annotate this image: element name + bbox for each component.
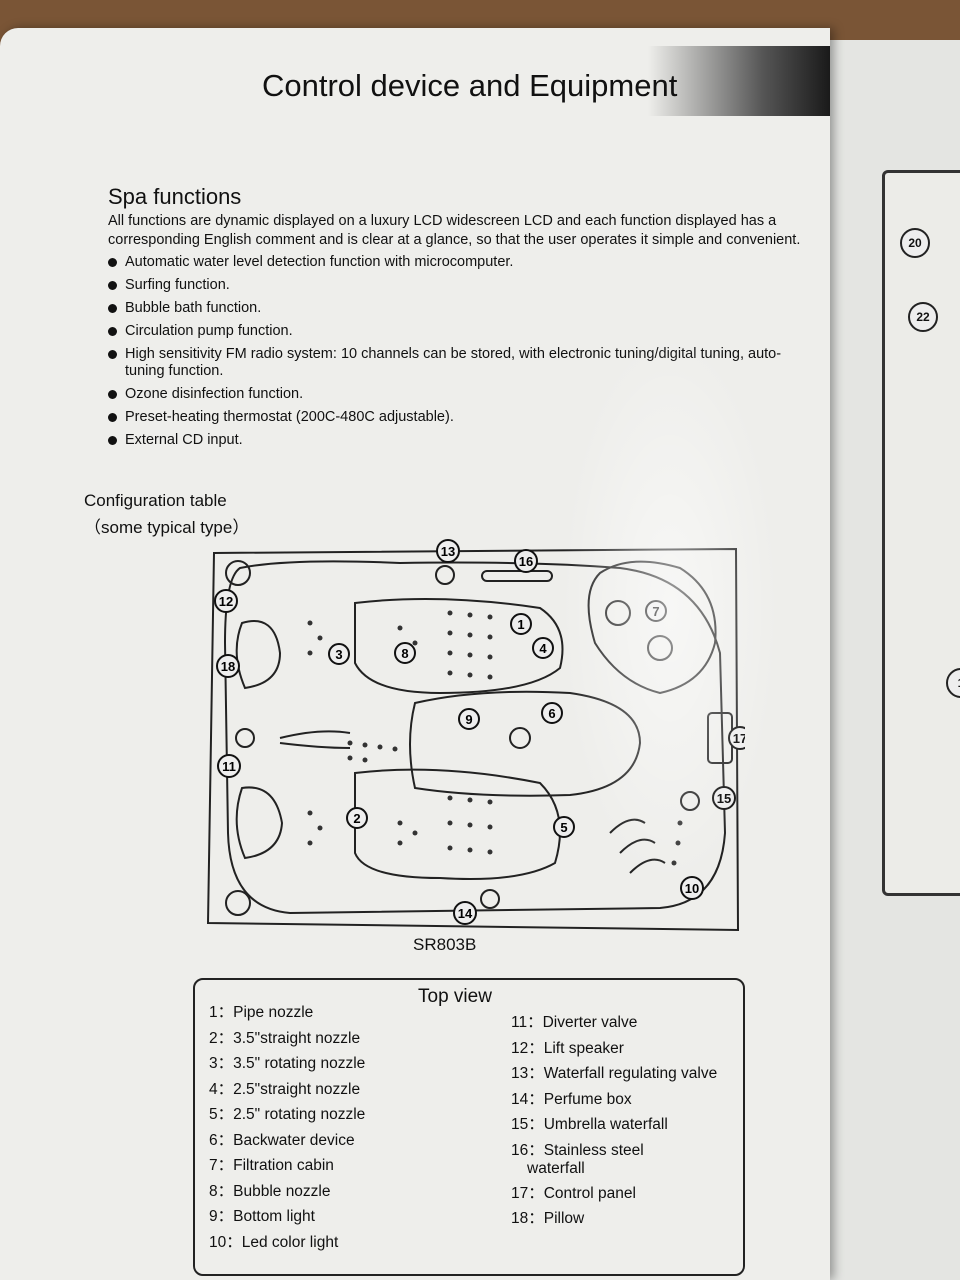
- perfume-box-shape: [480, 889, 500, 909]
- pillow-lower: [235, 786, 284, 860]
- callout-5: 5: [560, 820, 567, 835]
- legend-item: 12：Lift speaker: [511, 1039, 624, 1057]
- manual-page: Control device and Equipment Spa functio…: [0, 28, 830, 1280]
- page-title: Control device and Equipment: [262, 68, 678, 103]
- lower-seat: [354, 768, 561, 880]
- callout-14: 14: [458, 906, 473, 921]
- legend-item: 9：Bottom light: [209, 1208, 315, 1225]
- nozzle-dots: [307, 610, 683, 866]
- legend-item: 2：3.5"straight nozzle: [209, 1029, 361, 1047]
- legend-item: 17：Control panel: [511, 1184, 636, 1202]
- umbrella-waterfall-shape: [680, 791, 700, 811]
- diagram-callouts: 1 2 3 4 5 6 7 8 9 10 11 12 13 1: [214, 539, 745, 925]
- callout-15: 15: [717, 791, 731, 806]
- legend-item: 5：2.5" rotating nozzle: [209, 1106, 366, 1123]
- callout-3: 3: [335, 647, 342, 662]
- filter-hole: [605, 600, 631, 626]
- legend-item-continuation: waterfall: [527, 1159, 585, 1177]
- section-heading: Spa functions: [108, 184, 242, 209]
- upper-seat: [354, 598, 564, 695]
- callout-7: 7: [652, 604, 659, 619]
- filter-hole: [647, 635, 673, 661]
- waterfall-valve-shape: [435, 565, 455, 585]
- feature-item: Surfing function.: [108, 277, 808, 294]
- callout-6: 6: [548, 706, 555, 721]
- feature-item: Bubble bath function.: [108, 300, 808, 317]
- bottom-light-shape: [509, 727, 531, 749]
- callout-9: 9: [465, 712, 472, 727]
- legend-column-left: 1：Pipe nozzle 2：3.5"straight nozzle 3：3.…: [209, 1004, 499, 1259]
- callout-2: 2: [353, 811, 360, 826]
- feature-item: High sensitivity FM radio system: 10 cha…: [108, 346, 808, 380]
- callout-10: 10: [685, 881, 699, 896]
- callout-13: 13: [441, 544, 455, 559]
- legend-item: 7：Filtration cabin: [209, 1157, 334, 1174]
- legend-item: 6：Backwater device: [209, 1131, 355, 1149]
- legend-item-text: 16：Stainless steel: [511, 1141, 644, 1159]
- callout-8: 8: [401, 646, 408, 661]
- feature-item: External CD input.: [108, 432, 808, 449]
- callout-17: 17: [733, 731, 745, 746]
- legend-item: 3：3.5" rotating nozzle: [209, 1055, 366, 1072]
- callout-1: 1: [517, 617, 524, 632]
- feature-item: Circulation pump function.: [108, 323, 808, 340]
- diverter-channel: [279, 730, 351, 749]
- legend-column-right: 11：Diverter valve 12：Lift speaker 13：Wat…: [511, 1014, 736, 1236]
- waterfall-swirl: [609, 818, 666, 874]
- feature-list: Automatic water level detection function…: [108, 254, 808, 455]
- section-intro: All functions are dynamic displayed on a…: [108, 213, 801, 248]
- facing-callout: 22: [908, 302, 938, 332]
- corner-cup: [225, 560, 251, 586]
- facing-page-diagram-frame: [882, 170, 960, 896]
- legend-item: 4：2.5"straight nozzle: [209, 1080, 361, 1098]
- legend-item-wrapped: 16：Stainless steel waterfall: [511, 1142, 736, 1185]
- model-number: SR803B: [413, 935, 477, 954]
- legend-box: Top view 1：Pipe nozzle 2：3.5"straight no…: [193, 978, 745, 1276]
- callout-16: 16: [519, 554, 533, 569]
- legend-item: 18：Pillow: [511, 1210, 585, 1227]
- legend-item: 11：Diverter valve: [511, 1014, 638, 1031]
- diverter-valve-shape: [235, 728, 255, 748]
- legend-item: 14：Perfume box: [511, 1090, 632, 1108]
- feature-item: Preset-heating thermostat (200C-480C adj…: [108, 409, 808, 426]
- feature-item: Ozone disinfection function.: [108, 386, 808, 403]
- facing-callout: 20: [900, 228, 930, 258]
- config-table-label: Configuration table: [84, 491, 227, 510]
- feature-item: Automatic water level detection function…: [108, 254, 808, 271]
- legend-item: 1：Pipe nozzle: [209, 1004, 314, 1021]
- spa-top-view-diagram: 1 2 3 4 5 6 7 8 9 10 11 12 13 1: [206, 539, 745, 932]
- legend-item: 13：Waterfall regulating valve: [511, 1065, 718, 1082]
- config-table-sublabel: （some typical type）: [84, 518, 250, 537]
- callout-11: 11: [222, 759, 236, 774]
- callout-18: 18: [221, 659, 235, 674]
- stainless-waterfall-slot: [481, 570, 553, 582]
- legend-title: Top view: [418, 986, 492, 1007]
- corner-cup: [225, 890, 251, 916]
- callout-4: 4: [539, 641, 547, 656]
- facing-page: 20 22 1: [810, 40, 960, 1280]
- legend-item: 10：Led color light: [209, 1233, 339, 1251]
- header-bar: [200, 46, 830, 116]
- pillow-upper: [235, 620, 282, 690]
- legend-item: 15：Umbrella waterfall: [511, 1116, 668, 1133]
- filtration-cabin-shape: [587, 560, 717, 695]
- legend-item: 8：Bubble nozzle: [209, 1182, 331, 1200]
- callout-12: 12: [219, 594, 233, 609]
